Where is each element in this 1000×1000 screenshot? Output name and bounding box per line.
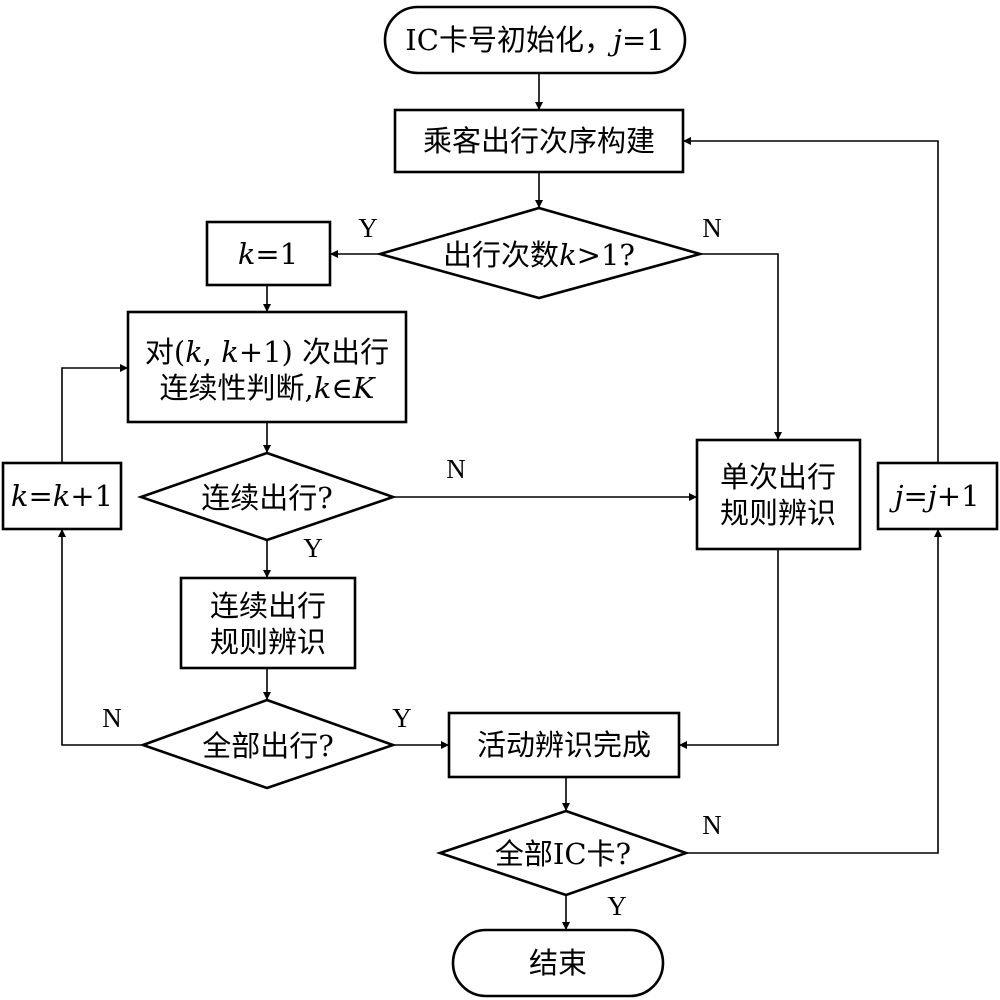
j-increment-box: j=j+1 <box>876 461 999 531</box>
label-continuous-yes: Y <box>303 533 323 563</box>
label-text: 连续出行? <box>201 481 333 515</box>
label-text: 出行次数 <box>443 238 559 272</box>
single-trip-rule-box: 单次出行规则辨识 <box>695 438 862 551</box>
math-variable: k <box>53 479 71 513</box>
cont_rule-line-2: 规则辨识 <box>210 625 326 659</box>
start-line-1: IC卡号初始化，j=1 <box>405 23 664 57</box>
j_inc-line-1: j=j+1 <box>888 479 979 513</box>
label-text: 乘客出行次序构建 <box>423 124 655 158</box>
math-variable: K <box>352 371 377 405</box>
k-init-label: k=1 <box>238 237 298 271</box>
edges <box>58 73 942 930</box>
passenger-trip-sequence-label: 乘客出行次序构建 <box>423 124 655 158</box>
start-terminator: IC卡号初始化，j=1 <box>383 5 687 75</box>
k_inc-line-1: k=k+1 <box>11 479 113 513</box>
k_init-line-1: k=1 <box>238 237 298 271</box>
label-text: 全部出行? <box>202 729 334 763</box>
continuous-line-1: 连续出行? <box>201 481 333 515</box>
nodes: IC卡号初始化，j=1 乘客出行次序构建 出行次数k>1? k=1 对(k, k… <box>1 5 999 998</box>
math-variable: k <box>221 335 239 369</box>
edge-single-rule-to-done <box>679 549 779 749</box>
label-text: 单次出行 <box>720 460 836 494</box>
label-text: +1 <box>70 479 113 513</box>
single-trip-rule-label: 单次出行规则辨识 <box>720 460 836 530</box>
label-text: 规则辨识 <box>720 496 836 530</box>
label-text: >1? <box>577 238 635 272</box>
label-text: 规则辨识 <box>210 625 326 659</box>
k-init-box: k=1 <box>205 220 332 287</box>
single_rule-line-2: 规则辨识 <box>720 496 836 530</box>
passenger-trip-sequence-box: 乘客出行次序构建 <box>393 108 685 174</box>
label-trips-no: N <box>702 213 722 243</box>
all_trips-line-1: 全部出行? <box>202 729 334 763</box>
label-text: =1 <box>622 23 665 57</box>
end-terminator: 结束 <box>451 928 665 998</box>
label-all-trips-no: N <box>102 703 122 733</box>
label-text: 结束 <box>529 946 587 980</box>
continuous-decision-label: 连续出行? <box>201 481 333 515</box>
end-line-1: 结束 <box>529 946 587 980</box>
label-text: 活动辨识完成 <box>477 728 651 762</box>
label-text: IC卡号初始化， <box>405 23 613 57</box>
math-variable: k <box>185 335 203 369</box>
continuity-line-2: 连续性判断,k∈K <box>160 371 377 405</box>
edge-all-cards-no-to-j-inc <box>686 529 942 854</box>
all-trips-decision-label: 全部出行? <box>202 729 334 763</box>
label-text: , <box>203 335 221 369</box>
cont_rule-line-1: 连续出行 <box>210 589 326 623</box>
edge-labels: Y N N Y N Y N Y <box>102 213 722 921</box>
done-line-1: 活动辨识完成 <box>477 728 651 762</box>
label-text: +1) 次出行 <box>239 335 389 369</box>
k-increment-box: k=k+1 <box>1 461 123 531</box>
continuous-decision: 连续出行? <box>137 451 397 542</box>
start-terminator-label: IC卡号初始化，j=1 <box>405 23 664 57</box>
label-text: 对( <box>145 335 185 369</box>
continuous-rule-box: 连续出行规则辨识 <box>179 576 357 670</box>
k-increment-label: k=k+1 <box>11 479 113 513</box>
edge-j-inc-to-build <box>683 137 939 463</box>
edge-all-trips-no-to-k-inc <box>58 529 143 746</box>
activity-done-box: 活动辨识完成 <box>447 711 681 779</box>
label-all-trips-yes: Y <box>392 703 412 733</box>
edge-k-inc-to-continuity <box>61 364 128 463</box>
continuous-rule-label: 连续出行规则辨识 <box>210 589 326 659</box>
label-text: ∈ <box>331 371 352 405</box>
end-terminator-label: 结束 <box>529 946 587 980</box>
label-text: 连续出行 <box>210 589 326 623</box>
label-all-cards-yes: Y <box>607 891 627 921</box>
label-text: = <box>903 479 927 513</box>
build-line-1: 乘客出行次序构建 <box>423 124 655 158</box>
math-variable: k <box>314 371 332 405</box>
label-trips-yes: Y <box>358 213 378 243</box>
label-all-cards-no: N <box>702 810 722 840</box>
all-trips-decision: 全部出行? <box>139 698 397 790</box>
continuity-line-1: 对(k, k+1) 次出行 <box>145 335 389 369</box>
math-variable: k <box>559 238 577 272</box>
trips-line-1: 出行次数k>1? <box>443 238 635 272</box>
trip-count-decision: 出行次数k>1? <box>375 206 705 300</box>
activity-done-label: 活动辨识完成 <box>477 728 651 762</box>
continuity-judgment-box: 对(k, k+1) 次出行连续性判断,k∈K <box>126 310 408 424</box>
all_cards-line-1: 全部IC卡? <box>495 837 631 871</box>
label-text: =1 <box>255 237 298 271</box>
label-text: +1 <box>937 479 980 513</box>
all-cards-decision: 全部IC卡? <box>435 809 690 897</box>
trip-count-decision-label: 出行次数k>1? <box>443 238 635 272</box>
label-text: 全部IC卡? <box>495 837 631 871</box>
edge-trips-no-to-single-rule <box>700 253 782 440</box>
all-cards-decision-label: 全部IC卡? <box>495 837 631 871</box>
j-increment-label: j=j+1 <box>888 479 979 513</box>
math-variable: k <box>238 237 256 271</box>
math-variable: k <box>11 479 29 513</box>
label-text: 连续性判断, <box>160 371 314 405</box>
label-continuous-no: N <box>446 454 466 484</box>
label-text: = <box>28 479 52 513</box>
single_rule-line-1: 单次出行 <box>720 460 836 494</box>
continuity-judgment-label: 对(k, k+1) 次出行连续性判断,k∈K <box>145 335 389 405</box>
